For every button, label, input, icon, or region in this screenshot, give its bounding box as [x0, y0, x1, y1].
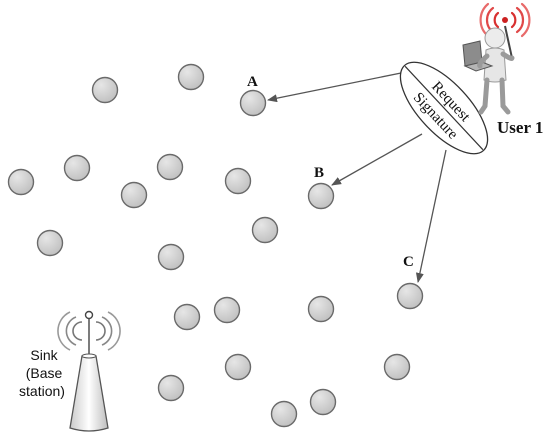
- sink-label-line2: (Base: [26, 365, 63, 381]
- node-label-a: A: [247, 74, 258, 90]
- sensor-node: [224, 353, 252, 381]
- sensor-nodes: [7, 63, 424, 428]
- arrow-to-c: [415, 149, 447, 283]
- user-label: User 1: [497, 118, 543, 137]
- sensor-node: [120, 181, 148, 209]
- sensor-node: [307, 295, 335, 323]
- sensor-node: [157, 243, 185, 271]
- request-arrows: [267, 71, 447, 283]
- sensor-node: [36, 229, 64, 257]
- sensor-node: [309, 388, 337, 416]
- sensor-node: [91, 76, 119, 104]
- sensor-node-b: [307, 182, 335, 210]
- node-label-c: C: [403, 254, 414, 270]
- sensor-node: [270, 400, 298, 428]
- sensor-node: [213, 296, 241, 324]
- sensor-node: [157, 374, 185, 402]
- sensor-node-c: [396, 282, 424, 310]
- sensor-node: [177, 63, 205, 91]
- sink-label-line3: station): [19, 383, 65, 399]
- arrow-to-b: [331, 133, 423, 186]
- antenna-tower-icon: [57, 310, 121, 432]
- sensor-node: [63, 154, 91, 182]
- sink-label-line1: Sink: [30, 347, 58, 363]
- arrow-to-a: [267, 71, 407, 103]
- sensor-node: [251, 216, 279, 244]
- sensor-node: [7, 168, 35, 196]
- wifi-signal-icon: [479, 2, 531, 38]
- node-label-b: B: [314, 165, 324, 181]
- sensor-node: [173, 303, 201, 331]
- user-with-laptop-icon: [462, 25, 515, 115]
- sensor-node: [383, 353, 411, 381]
- sensor-node: [156, 153, 184, 181]
- sensor-node-a: [239, 89, 267, 117]
- sensor-node: [224, 167, 252, 195]
